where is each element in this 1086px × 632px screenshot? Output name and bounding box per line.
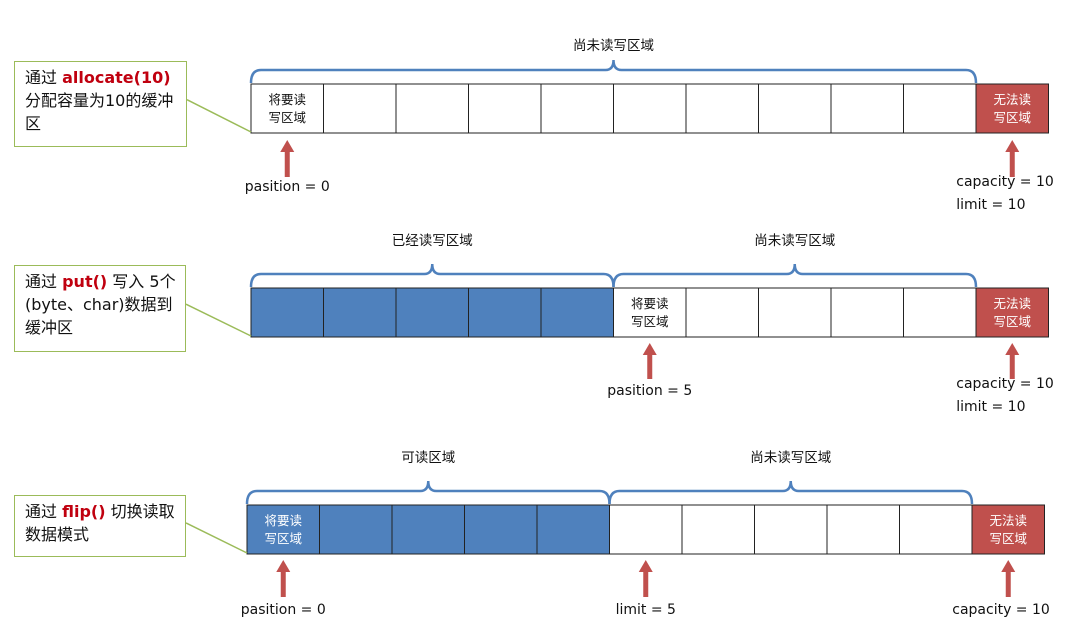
buffer-cell-r0-c5 <box>613 83 687 134</box>
buffer-cell-r1-c7 <box>758 287 832 338</box>
buffer-cell-r2-c0 <box>246 504 320 555</box>
step-note: 通过 put() 写入 5个(byte、char)数据到缓冲区 <box>14 265 186 352</box>
rw-region-label: 写区域 <box>264 531 302 546</box>
buffer-cell-r1-c0 <box>250 287 324 338</box>
unavailable-region-label: 无法读 <box>989 513 1027 528</box>
note-method: put() <box>62 272 108 291</box>
region-label: 已经读写区域 <box>392 233 473 249</box>
buffer-cell-r2-c5 <box>609 504 683 555</box>
unavailable-region-label: 无法读 <box>993 92 1031 107</box>
buffer-cell-r2-c2 <box>391 504 465 555</box>
buffer-cell-r2-c4 <box>536 504 610 555</box>
buffer-cell-r0-c1 <box>323 83 397 134</box>
buffer-cell-r2-c9 <box>899 504 973 555</box>
step-note: 通过 allocate(10) 分配容量为10的缓冲区 <box>14 61 187 147</box>
buffer-cell-r2-c1 <box>319 504 393 555</box>
pointer-arrow-r1-0 <box>642 343 657 379</box>
buffer-cell-r1-c8 <box>830 287 904 338</box>
note-text: 切换读取数据模式 <box>25 502 175 544</box>
unavailable-region-label: 写区域 <box>989 531 1027 546</box>
region-bracket-r0-0 <box>249 59 978 84</box>
region-label: 尚未读写区域 <box>750 450 831 466</box>
unavailable-region-label: 无法读 <box>993 296 1031 311</box>
region-bracket-r2-0 <box>245 480 611 505</box>
note-text: 分配容量为10的缓冲区 <box>25 91 174 133</box>
buffer-cell-r1-c10 <box>975 287 1049 338</box>
pointer-label: limit = 5 <box>616 602 676 618</box>
note-text: 通过 <box>25 272 63 291</box>
buffer-cell-r0-c7 <box>758 83 832 134</box>
note-text: 通过 <box>25 502 63 521</box>
pointer-label: pasition = 0 <box>245 179 330 195</box>
region-label: 可读区域 <box>401 450 455 466</box>
region-label: 尚未读写区域 <box>754 233 835 249</box>
buffer-cell-r1-c5 <box>613 287 687 338</box>
buffer-cell-r0-c0 <box>250 83 324 134</box>
pointer-label: pasition = 5 <box>607 383 692 399</box>
rw-region-label: 写区域 <box>631 314 669 329</box>
pointer-arrow-r2-0 <box>276 560 291 597</box>
pointer-arrow-r2-2 <box>1001 560 1016 597</box>
buffer-cell-r0-c4 <box>540 83 614 134</box>
unavailable-region-label: 写区域 <box>993 110 1031 125</box>
buffer-cell-r0-c10 <box>975 83 1049 134</box>
pointer-label: limit = 10 <box>956 197 1025 213</box>
buffer-cell-r1-c1 <box>323 287 397 338</box>
region-bracket-r2-1 <box>608 480 974 505</box>
buffer-cell-r0-c2 <box>395 83 469 134</box>
buffer-cell-r2-c7 <box>754 504 828 555</box>
note-connector-r0 <box>186 99 252 133</box>
rw-region-label: 将要读 <box>268 92 306 107</box>
buffer-cell-r1-c6 <box>685 287 759 338</box>
buffer-cell-r0-c9 <box>903 83 977 134</box>
buffer-cell-r0-c6 <box>685 83 759 134</box>
note-connector-r1 <box>185 303 252 337</box>
region-bracket-r1-0 <box>249 263 615 288</box>
buffer-cell-r0-c3 <box>468 83 542 134</box>
rw-region-label: 写区域 <box>268 110 306 125</box>
region-label: 尚未读写区域 <box>573 38 654 54</box>
unavailable-region-label: 写区域 <box>993 314 1031 329</box>
rw-region-label: 将要读 <box>631 296 669 311</box>
buffer-cell-r2-c8 <box>826 504 900 555</box>
pointer-arrow-r1-1 <box>1005 343 1020 379</box>
note-text: 写入 5个(byte、char)数据到缓冲区 <box>25 272 176 337</box>
buffer-cell-r1-c2 <box>395 287 469 338</box>
note-connector-r2 <box>185 522 248 554</box>
buffer-cell-r2-c6 <box>681 504 755 555</box>
pointer-label: capacity = 10 <box>952 602 1050 618</box>
buffer-cell-r2-c10 <box>971 504 1045 555</box>
note-method: flip() <box>62 502 106 521</box>
pointer-arrow-r0-1 <box>1005 140 1020 177</box>
buffer-cell-r1-c3 <box>468 287 542 338</box>
note-text: 通过 <box>25 68 63 87</box>
buffer-cell-r0-c8 <box>830 83 904 134</box>
pointer-label: capacity = 10 <box>956 376 1054 392</box>
buffer-cell-r1-c4 <box>540 287 614 338</box>
region-bracket-r1-1 <box>612 263 978 288</box>
pointer-arrow-r2-1 <box>638 560 653 597</box>
step-note: 通过 flip() 切换读取数据模式 <box>14 495 186 557</box>
buffer-cell-r2-c3 <box>464 504 538 555</box>
pointer-label: limit = 10 <box>956 399 1025 415</box>
rw-region-label: 将要读 <box>264 513 302 528</box>
pointer-arrow-r0-0 <box>280 140 295 177</box>
note-method: allocate(10) <box>62 68 171 87</box>
pointer-label: pasition = 0 <box>241 602 326 618</box>
buffer-cell-r1-c9 <box>903 287 977 338</box>
pointer-label: capacity = 10 <box>956 174 1054 190</box>
